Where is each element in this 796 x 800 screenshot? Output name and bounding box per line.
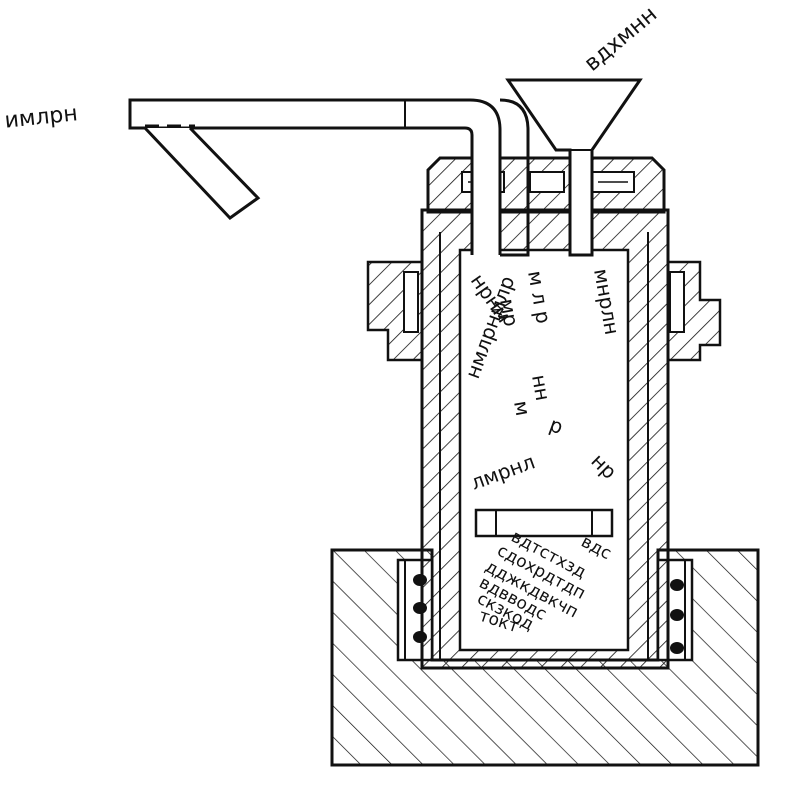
side-flange-right [666,260,722,362]
exhaust-pipe [128,98,530,257]
reactor-lid [426,156,666,214]
reactor-vessel-wall [420,208,670,670]
label-chamber-3: мр [495,297,523,329]
label-chamber-6: нн [527,373,555,403]
support-grid [474,508,614,538]
side-flange-left [366,260,424,362]
label-funnel-top: вдхмнн [580,2,662,77]
label-exhaust-pipe: имлрн [3,101,79,134]
label-chamber-7: м [509,399,535,418]
heating-coil-right [670,579,684,654]
catalyst-bed-labels: вдс вдтстхзд сдохрдтдп дджкдвкчп вдвводс… [474,527,615,638]
feed-funnel [505,78,643,257]
